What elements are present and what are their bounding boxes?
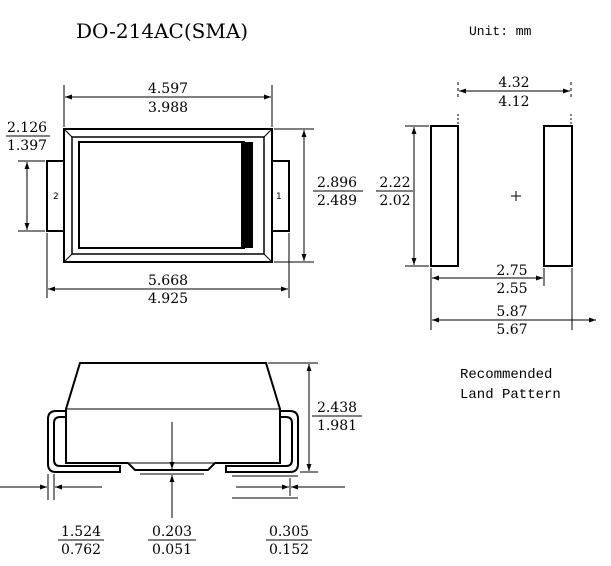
dim-body-length-min: 3.988 — [148, 100, 188, 116]
dim-pad-width-max: 2.75 — [496, 263, 527, 279]
dim-lead-width-min: 1.397 — [7, 138, 47, 154]
top-view: 2 1 4.597 3.988 2.126 1.397 2.896 2.489 … — [6, 81, 363, 307]
dim-pad-height-min: 2.02 — [379, 193, 410, 209]
pin-label-left: 2 — [53, 192, 59, 202]
pin-label-right: 1 — [276, 192, 282, 202]
pad-left — [430, 125, 459, 267]
dim-overall-length-max: 5.668 — [148, 273, 188, 289]
land-pattern-caption-1: Recommended — [460, 367, 552, 383]
dim-height-min: 1.981 — [317, 418, 357, 434]
dim-height-max: 2.438 — [317, 400, 357, 416]
cathode-band — [241, 142, 253, 248]
lead-right-side — [225, 410, 299, 473]
side-body — [65, 362, 281, 471]
dim-lead-thickness-min: 0.152 — [269, 542, 309, 558]
dim-lead-thickness-max: 0.305 — [269, 524, 309, 540]
unit-label: Unit: mm — [469, 24, 532, 39]
dim-pad-width-min: 2.55 — [496, 281, 527, 297]
dim-body-width-min: 2.489 — [317, 193, 357, 209]
dim-overall-length-min: 4.925 — [148, 291, 188, 307]
land-pattern-caption-2: Land Pattern — [460, 387, 561, 403]
dim-pad-height-max: 2.22 — [379, 175, 410, 191]
dim-standoff-max: 0.203 — [152, 524, 192, 540]
dim-land-overall-max: 5.87 — [496, 304, 527, 320]
dim-body-width-max: 2.896 — [317, 175, 357, 191]
pad-right — [543, 125, 573, 267]
dim-foot-length-max: 1.524 — [61, 524, 101, 540]
dim-body-length-max: 4.597 — [148, 81, 188, 97]
dim-pad-gap-min: 4.12 — [498, 94, 529, 110]
body-top-face — [78, 141, 245, 249]
lead-left-side — [47, 410, 121, 473]
dim-land-overall-min: 5.67 — [496, 322, 527, 338]
dim-foot-length-min: 0.762 — [61, 542, 101, 558]
land-pattern: 4.32 4.12 2.22 2.02 2.75 2.55 5.87 5.67 … — [376, 75, 596, 403]
side-view: 2.438 1.981 1.524 0.762 0.203 0.051 0.30… — [0, 362, 362, 558]
dim-pad-gap-max: 4.32 — [498, 75, 529, 91]
package-title: DO-214AC(SMA) — [76, 19, 248, 43]
dim-lead-width-max: 2.126 — [7, 120, 47, 136]
dim-standoff-min: 0.051 — [152, 542, 192, 558]
